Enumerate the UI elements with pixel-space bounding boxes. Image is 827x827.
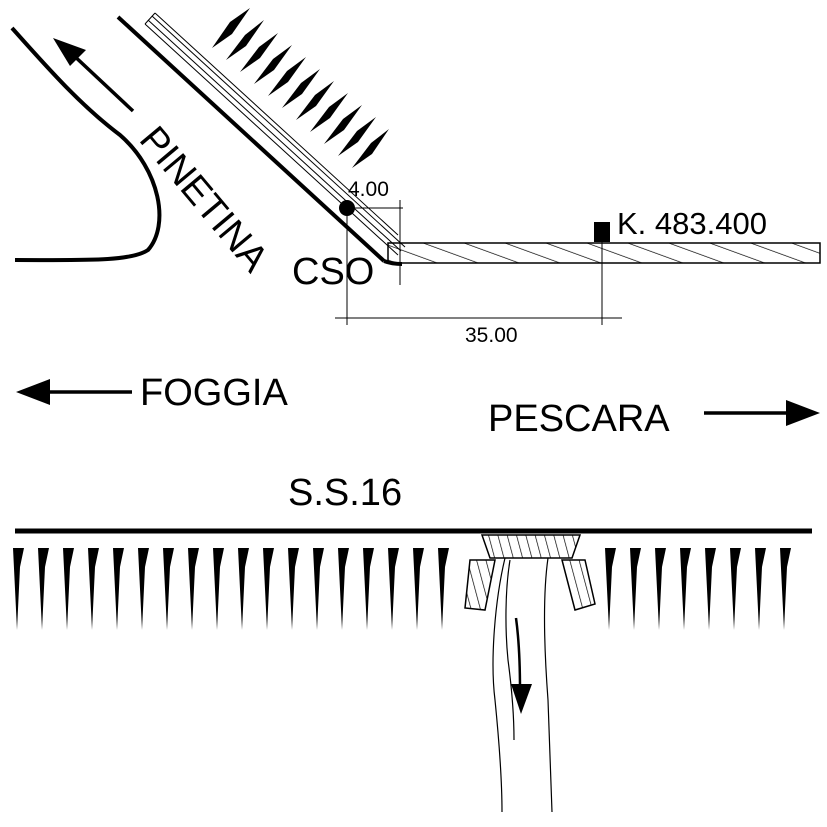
chainage-marker-icon	[594, 222, 610, 242]
culvert-headwall	[464, 534, 596, 611]
flow-direction-arrow-icon	[511, 617, 532, 714]
top-plan: 4.00 35.00 K. 483.400 PINETINA CSO	[10, 8, 821, 347]
chainage-label: K. 483.400	[617, 206, 767, 241]
dimension-long-label: 35.00	[465, 324, 518, 347]
dimension-short-label: 4.00	[348, 178, 389, 201]
pescara-label: PESCARA	[488, 398, 670, 440]
horizontal-ditch	[387, 242, 821, 264]
pinetina-boundary	[10, 26, 162, 263]
pinetina-direction-arrow-icon	[53, 38, 135, 113]
pescara-arrow-icon	[704, 400, 820, 426]
embankment-ticks-top	[212, 8, 389, 168]
direction-indicators: FOGGIA PESCARA	[16, 372, 820, 440]
outlet-channel	[492, 557, 553, 813]
foggia-label: FOGGIA	[140, 372, 288, 414]
embankment-ticks-bottom	[13, 548, 791, 630]
road-label: S.S.16	[288, 472, 402, 514]
dimension-lines	[335, 200, 622, 325]
foggia-arrow-icon	[16, 379, 132, 405]
bottom-plan: S.S.16	[13, 472, 812, 813]
cso-label: CSO	[292, 251, 374, 293]
